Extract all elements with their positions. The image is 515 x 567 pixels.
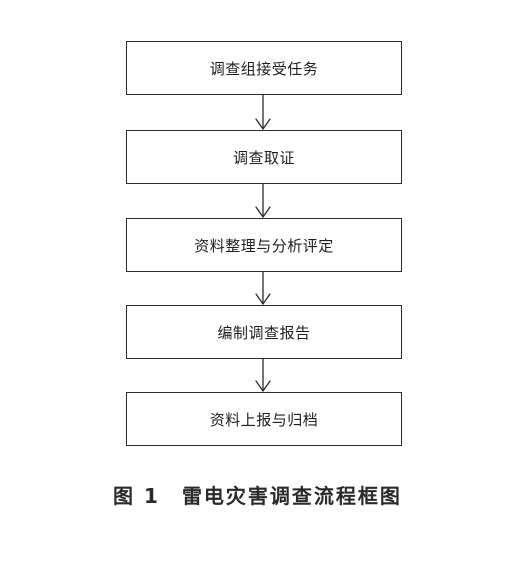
step-submit-archive: 资料上报与归档 [126,392,402,446]
figure-caption: 图 1 雷电灾害调查流程框图 [0,480,515,509]
step-label: 调查组接受任务 [209,59,319,78]
figure-number: 图 1 [113,484,160,508]
step-label: 编制调查报告 [217,323,311,342]
flowchart: 调查组接受任务 调查取证 资料整理与分析评定 编制调查报告 资料上报与归档 [126,41,402,446]
step-investigate-evidence: 调查取证 [126,130,402,184]
step-label: 资料上报与归档 [209,410,319,429]
step-analysis-assessment: 资料整理与分析评定 [126,218,402,272]
step-receive-task: 调查组接受任务 [126,41,402,95]
arrow-down-icon [255,358,271,392]
flow-arrows [255,94,271,392]
arrow-down-icon [255,94,271,130]
figure-title: 雷电灾害调查流程框图 [181,484,402,508]
step-label: 资料整理与分析评定 [194,236,334,255]
step-compile-report: 编制调查报告 [126,305,402,359]
arrow-down-icon [255,183,271,218]
step-label: 调查取证 [232,148,295,167]
arrow-down-icon [255,271,271,305]
